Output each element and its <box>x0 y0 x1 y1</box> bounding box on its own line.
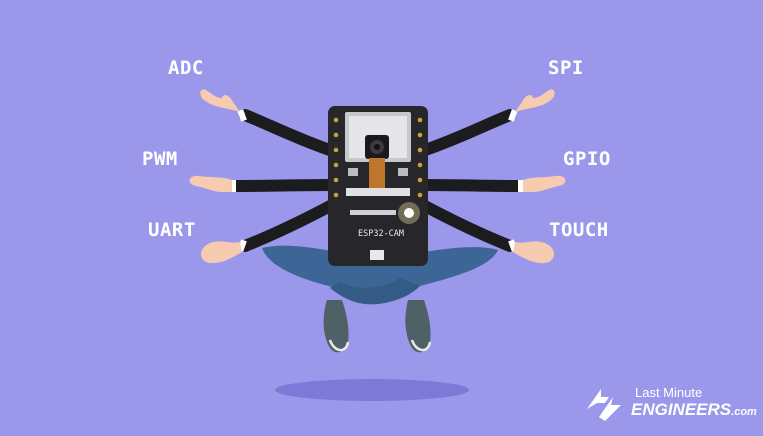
label-pwm: PWM <box>142 148 178 170</box>
arm-pwm <box>230 179 336 192</box>
crossed-legs <box>262 245 498 293</box>
bottom-connector <box>370 250 384 260</box>
right-arms <box>417 109 524 252</box>
camera-ribbon <box>369 158 385 188</box>
logo-wordmark: ENGINEERS <box>631 400 732 419</box>
pin-headers <box>333 117 423 198</box>
hand-spi <box>515 89 555 112</box>
floor-shadow <box>275 379 469 401</box>
hand-gpio <box>523 175 566 192</box>
brand-logo: Last Minute ENGINEERS.com <box>583 383 757 423</box>
hand-uart <box>200 241 242 264</box>
label-gpio: GPIO <box>563 148 611 170</box>
hands <box>189 89 566 264</box>
left-arms <box>230 109 338 252</box>
right-shoe <box>405 300 431 353</box>
left-shoe <box>323 300 349 353</box>
flash-led <box>404 208 414 218</box>
arm-uart <box>239 199 338 252</box>
label-touch: TOUCH <box>549 219 609 241</box>
legs <box>262 245 498 353</box>
arm-gpio <box>419 179 524 192</box>
label-uart: UART <box>148 219 196 241</box>
esp32-cam-board <box>328 106 428 266</box>
hand-adc <box>200 89 240 112</box>
hand-pwm <box>189 175 232 192</box>
label-spi: SPI <box>548 57 584 79</box>
logo-text-line2: ENGINEERS.com <box>631 400 757 420</box>
logo-text-line1: Last Minute <box>635 385 703 400</box>
arm-spi <box>419 109 516 156</box>
label-adc: ADC <box>168 57 204 79</box>
hand-touch <box>513 241 555 264</box>
board-silkscreen: ESP32-CAM <box>357 229 405 239</box>
connector <box>346 188 410 196</box>
lightning-bolt-icon <box>587 389 621 421</box>
logo-suffix: .com <box>731 406 757 418</box>
arm-touch <box>417 199 516 252</box>
arm-adc <box>239 109 336 156</box>
